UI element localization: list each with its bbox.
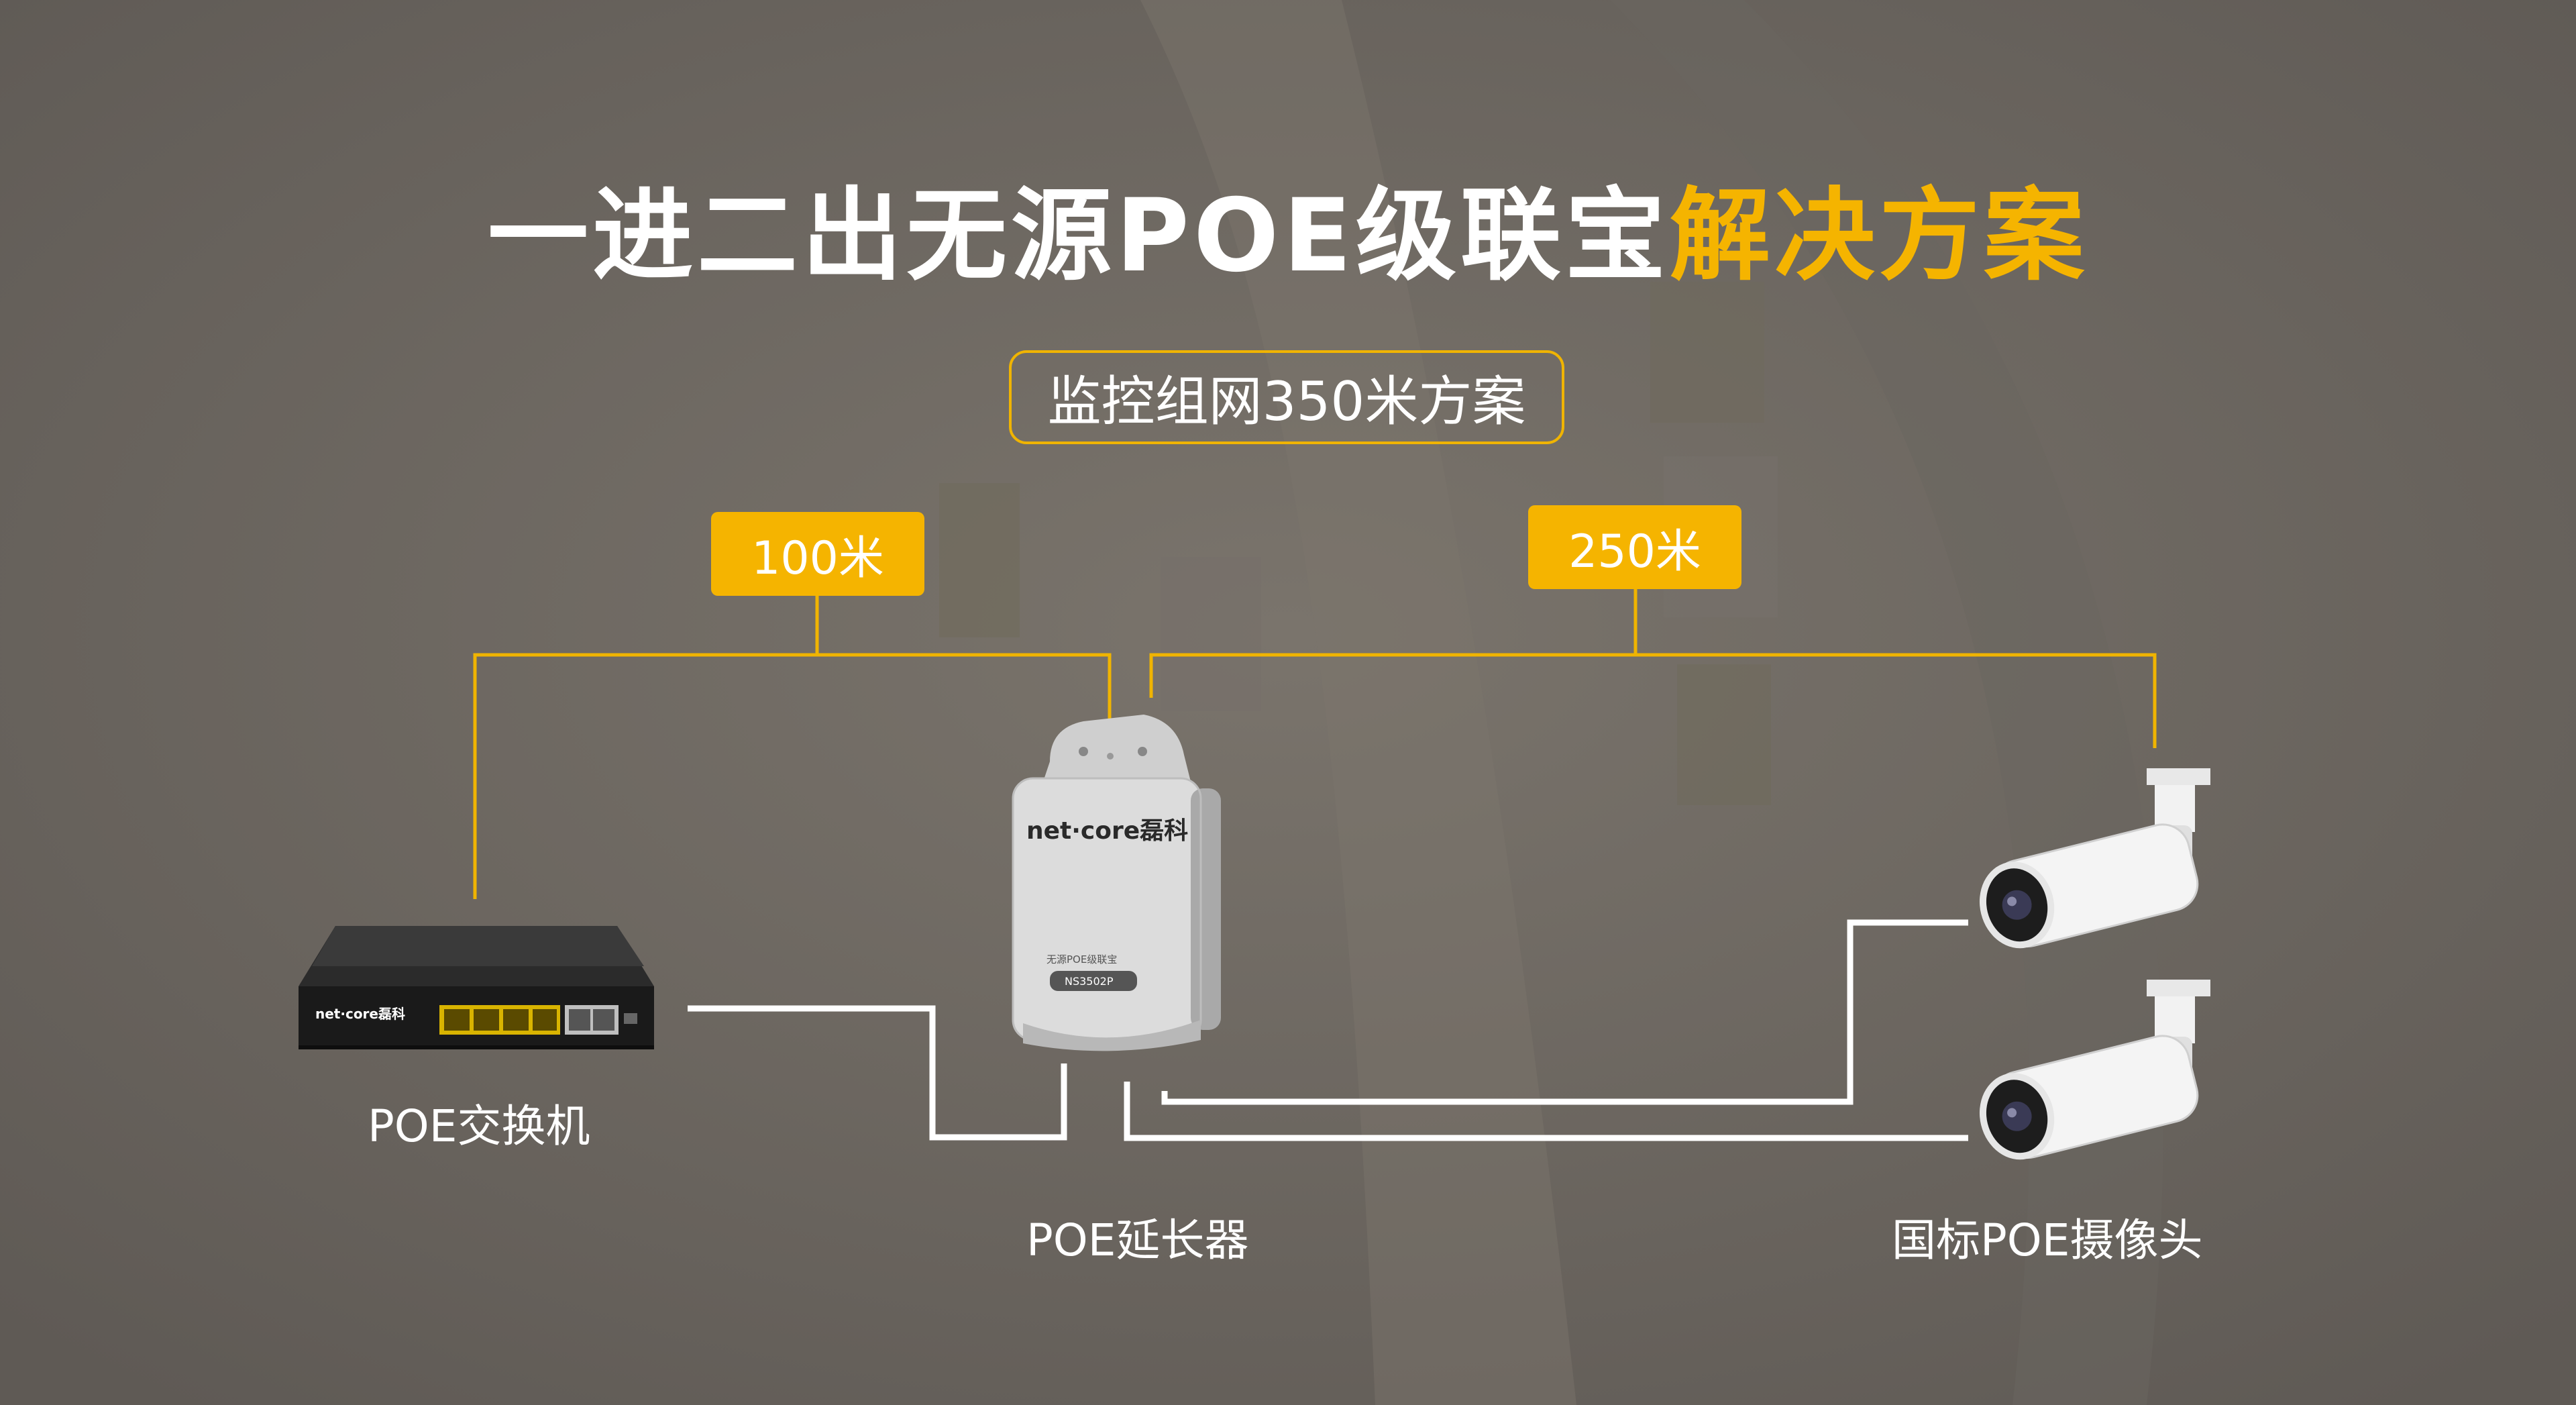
distance-left-text: 100米: [751, 532, 884, 585]
distance-badge-right: 250米: [1528, 505, 1741, 589]
distance-right-text: 250米: [1568, 525, 1701, 578]
title-accent: 解决方案: [1669, 178, 2088, 295]
camera-2: [1979, 980, 2210, 1160]
switch-label: POE交换机: [368, 1100, 590, 1152]
white-cable-extender-to-camera-2: [1124, 1082, 1968, 1141]
extender-model: NS3502P: [1065, 975, 1114, 988]
poe-switch-device: net·core磊科: [299, 926, 654, 1049]
poe-extender-device: net·core磊科 无源POE级联宝 NS3502P: [1012, 715, 1221, 1051]
camera-1: [1979, 768, 2210, 949]
distance-badge-left: 100米: [711, 512, 924, 596]
cameras-label: 国标POE摄像头: [1892, 1214, 2203, 1266]
subtitle-box: 监控组网350米方案: [1009, 350, 1564, 444]
extender-product-name: 无源POE级联宝: [1046, 953, 1117, 966]
yellow-line-right-bracket: [1149, 653, 2157, 748]
title-main: 一进二出无源POE级联宝: [488, 178, 1670, 295]
extender-label: POE延长器: [1026, 1214, 1249, 1266]
white-cable-extender-to-camera-1: [1161, 919, 1968, 1105]
white-cable-switch-to-extender: [688, 1005, 1067, 1141]
yellow-line-left-bracket: [473, 653, 1112, 899]
subtitle-text: 监控组网350米方案: [1047, 370, 1526, 433]
switch-brand-text: net·core磊科: [315, 1006, 405, 1022]
extender-brand-text: net·core磊科: [1026, 817, 1188, 845]
page-title: 一进二出无源POE级联宝解决方案: [0, 154, 2576, 300]
